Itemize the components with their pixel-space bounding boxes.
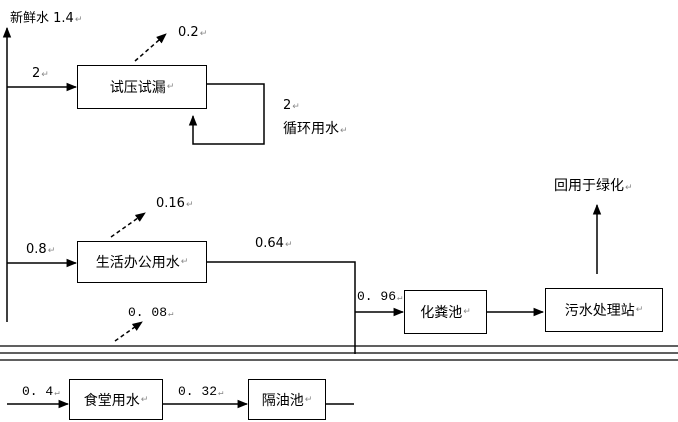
para-mark: ↵ (463, 307, 471, 317)
pressure-test-loss-label: 0.2↵ (178, 26, 207, 39)
para-mark: ↵ (74, 15, 83, 25)
reuse-text-label: 回用于绿化↵ (554, 179, 633, 193)
to-canteen-label: 0. 4↵ (22, 385, 60, 398)
recycle-text-label: 循环用水↵ (283, 122, 348, 136)
para-mark: ↵ (185, 200, 194, 210)
office-out-label: 0.64↵ (255, 237, 293, 250)
office-loss-label: 0.16↵ (156, 197, 194, 210)
para-mark: ↵ (199, 29, 208, 39)
reuse-text: 回用于绿化 (554, 178, 624, 194)
para-mark: ↵ (292, 102, 300, 112)
pressure-test-loss-arrow (134, 33, 167, 62)
grease-trap-label: 隔油池 (261, 392, 304, 409)
fresh-water-label: 新鲜水 1.4↵ (10, 12, 82, 25)
to-office-label: 0.8↵ (26, 243, 55, 256)
to-septic-text: 0. 96 (357, 289, 397, 304)
septic-tank-label: 化粪池 (420, 305, 463, 321)
canteen-water-box: 食堂用水↵ (69, 379, 163, 420)
canteen-out-label: 0. 32↵ (178, 385, 223, 398)
canteen-loss-label: 0. 08↵ (128, 306, 173, 319)
para-mark: ↵ (284, 240, 293, 250)
recycle-text: 循环用水 (283, 121, 339, 137)
para-mark: ↵ (218, 388, 224, 398)
office-loss-arrow (110, 212, 146, 238)
pressure-test-loss-text: 0.2 (178, 25, 199, 40)
canteen-loss-arrow (114, 321, 143, 342)
pressure-test-box: 试压试漏↵ (77, 65, 207, 109)
para-mark: ↵ (47, 246, 56, 256)
para-mark: ↵ (635, 305, 644, 315)
to-office-text: 0.8 (26, 242, 47, 257)
to-pressure-test-label: 2↵ (32, 67, 49, 80)
to-pressure-test-text: 2 (32, 66, 41, 81)
pressure-test-label: 试压试漏 (109, 80, 166, 96)
office-water-box: 生活办公用水↵ (77, 241, 207, 283)
para-mark: ↵ (180, 257, 189, 267)
para-mark: ↵ (397, 293, 403, 303)
office-out-text: 0.64 (255, 236, 284, 251)
septic-tank-box: 化粪池↵ (404, 290, 487, 334)
grease-trap-box: 隔油池↵ (248, 379, 326, 420)
office-out-line (207, 261, 356, 354)
para-mark: ↵ (166, 82, 175, 92)
fresh-water-text: 新鲜水 1.4 (10, 11, 74, 26)
recycle-value-text: 2 (283, 98, 292, 113)
office-loss-text: 0.16 (156, 196, 185, 211)
to-septic-label: 0. 96↵ (357, 290, 402, 303)
treatment-station-box: 污水处理站↵ (545, 288, 663, 332)
para-mark: ↵ (54, 388, 60, 398)
para-mark: ↵ (304, 394, 313, 405)
para-mark: ↵ (41, 70, 49, 80)
to-canteen-text: 0. 4 (22, 384, 54, 399)
recycle-loop (188, 83, 265, 145)
office-water-label: 生活办公用水 (95, 255, 180, 271)
canteen-loss-text: 0. 08 (128, 305, 168, 320)
treatment-station-label: 污水处理站 (564, 303, 635, 319)
canteen-water-label: 食堂用水 (83, 392, 140, 409)
canteen-out-text: 0. 32 (178, 384, 218, 399)
para-mark: ↵ (340, 126, 348, 136)
para-mark: ↵ (140, 394, 149, 405)
para-mark: ↵ (168, 309, 174, 319)
recycle-value-label: 2↵ (283, 99, 300, 112)
para-mark: ↵ (625, 183, 633, 193)
